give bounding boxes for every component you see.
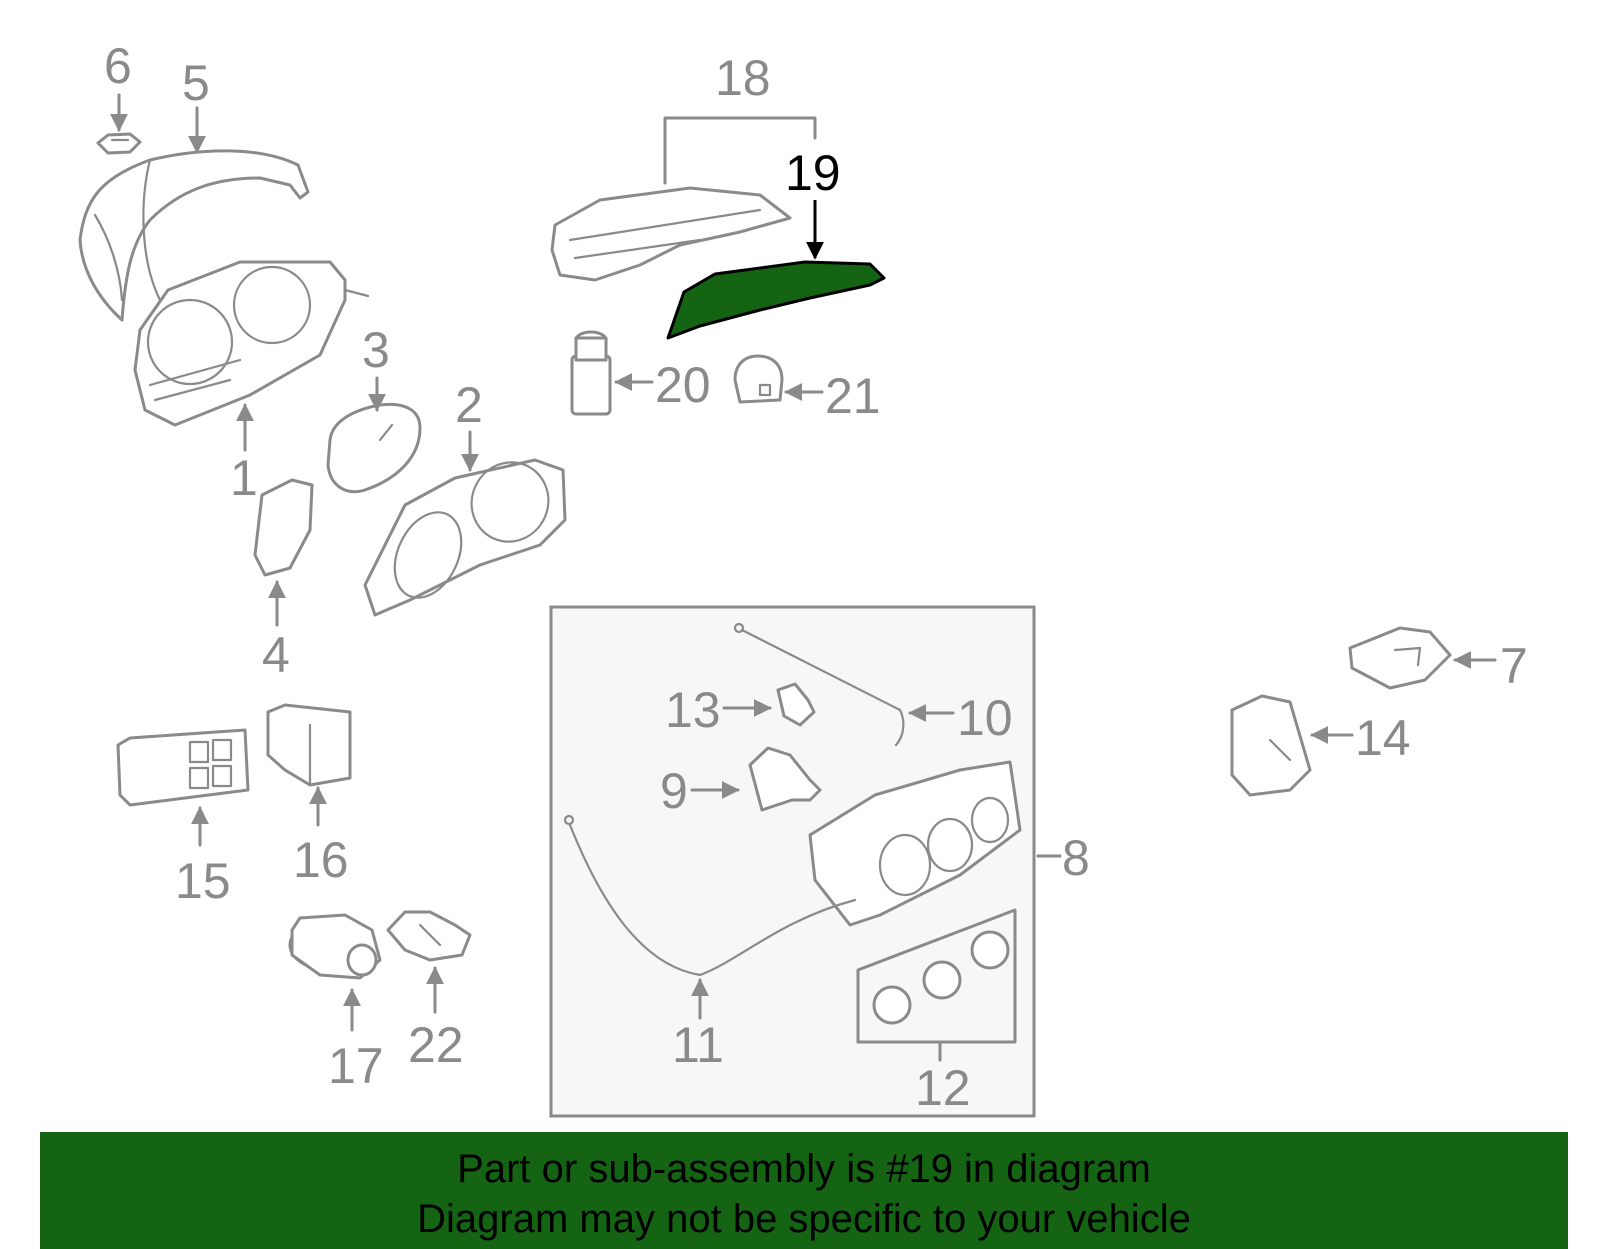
callout-5: 5 bbox=[182, 55, 210, 111]
part-18-upper-panel bbox=[550, 186, 792, 282]
part-12-knob-set bbox=[856, 908, 1017, 1044]
part-22-connector bbox=[386, 910, 472, 962]
part-2-cluster-bezel bbox=[363, 458, 567, 617]
info-banner: Part or sub-assembly is #19 in diagram D… bbox=[40, 1132, 1568, 1249]
part-11-cable bbox=[563, 814, 857, 977]
part-5-instrument-hood bbox=[78, 149, 310, 322]
callout-17: 17 bbox=[328, 1038, 384, 1094]
part-10-cable bbox=[733, 622, 905, 747]
part-14-module bbox=[1230, 694, 1312, 797]
callout-9: 9 bbox=[660, 763, 688, 819]
leader-18 bbox=[663, 116, 817, 185]
part-1-instrument-cluster bbox=[133, 260, 370, 427]
part-17-switch-round bbox=[288, 913, 382, 980]
part-9-switch bbox=[748, 746, 822, 812]
callout-15: 15 bbox=[175, 853, 231, 909]
callout-10: 10 bbox=[957, 690, 1013, 746]
part-20-switch bbox=[570, 330, 612, 416]
callout-2: 2 bbox=[455, 377, 483, 433]
part-15-switch-panel bbox=[116, 728, 250, 807]
callout-1: 1 bbox=[230, 450, 258, 506]
callout-6: 6 bbox=[104, 38, 132, 94]
banner-line-1: Part or sub-assembly is #19 in diagram bbox=[457, 1147, 1151, 1191]
callout-22: 22 bbox=[408, 1017, 464, 1073]
part-13-sensor bbox=[776, 682, 816, 727]
part-4-small-face bbox=[253, 478, 314, 577]
callout-3: 3 bbox=[362, 322, 390, 378]
part-6-clip bbox=[96, 132, 142, 155]
callout-16: 16 bbox=[293, 832, 349, 888]
part-3-gauge-face bbox=[326, 402, 422, 493]
callout-7: 7 bbox=[1500, 638, 1528, 694]
part-21-button bbox=[733, 354, 784, 404]
part-7-bracket bbox=[1348, 626, 1452, 690]
callout-4: 4 bbox=[262, 627, 290, 683]
callout-18: 18 bbox=[715, 50, 771, 106]
callout-21: 21 bbox=[825, 368, 881, 424]
part-19-trim-highlighted bbox=[666, 260, 886, 340]
part-8-hvac-control bbox=[808, 760, 1022, 927]
callout-11: 11 bbox=[672, 1017, 724, 1073]
callout-14: 14 bbox=[1355, 710, 1411, 766]
callout-20: 20 bbox=[655, 357, 711, 413]
callout-13: 13 bbox=[665, 682, 721, 738]
callout-19: 19 bbox=[785, 145, 841, 201]
callout-8: 8 bbox=[1062, 830, 1090, 886]
banner-line-2: Diagram may not be specific to your vehi… bbox=[417, 1197, 1191, 1241]
callout-12: 12 bbox=[915, 1060, 971, 1116]
part-16-switch bbox=[266, 703, 352, 787]
